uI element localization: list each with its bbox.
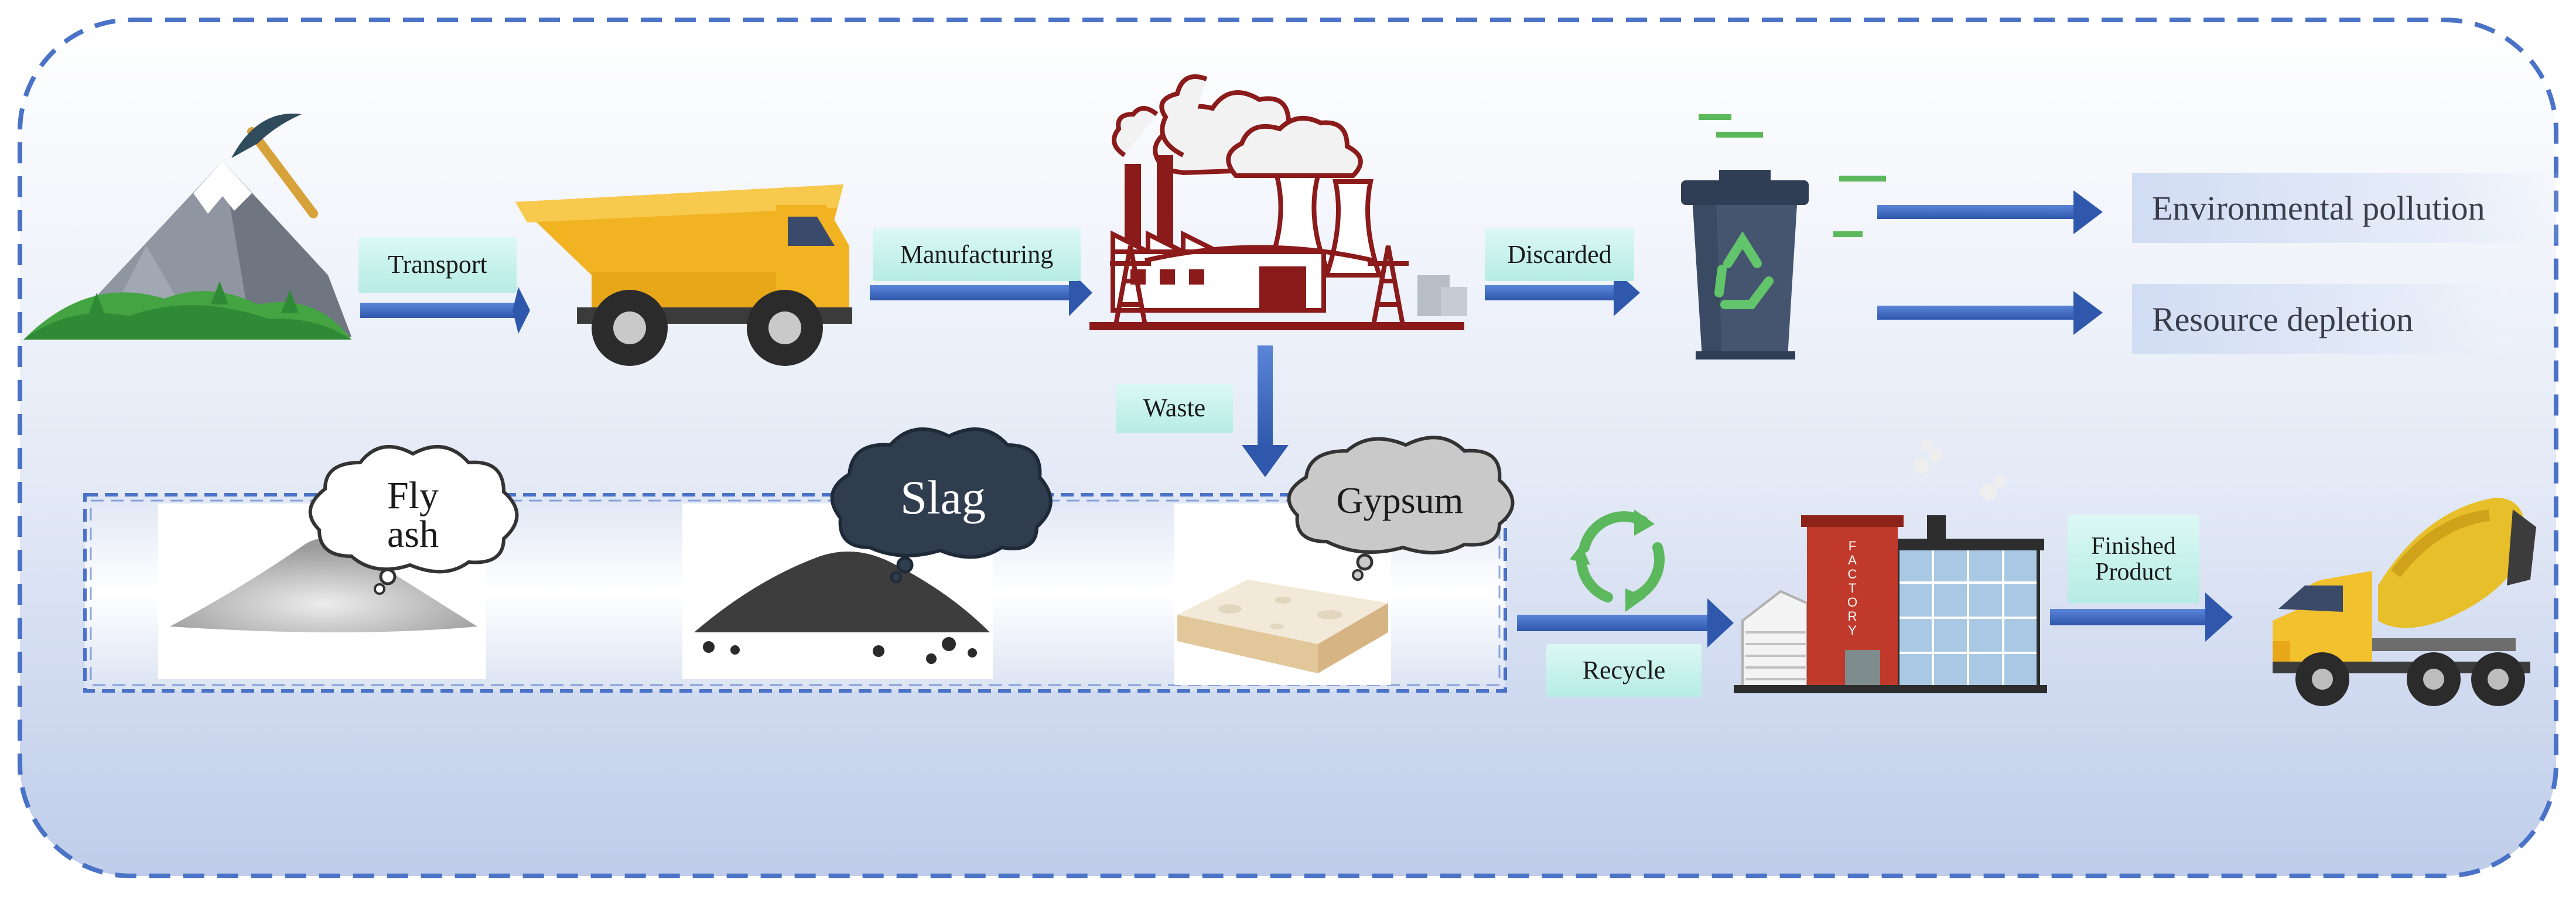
recycle-arrowheads — [1570, 509, 1655, 612]
arrow-finished-product — [2050, 593, 2233, 642]
arrow-waste — [1242, 345, 1289, 477]
manufacturing-label: Manufacturing — [873, 228, 1081, 281]
factory-sign-letter: A — [1848, 553, 1857, 567]
arrow-to-pollution — [1877, 190, 2103, 234]
trash-bin-icon — [1681, 114, 1886, 360]
factory-sign-letter: R — [1847, 609, 1857, 624]
arrow-manufacturing — [870, 269, 1092, 316]
factory-sign-letter: F — [1848, 539, 1857, 553]
gypsum-cloud — [1287, 436, 1515, 581]
strip-inner-border — [90, 499, 1501, 686]
fly-ash-text: Fly ash — [387, 474, 439, 556]
waste-label: Waste — [1116, 384, 1233, 433]
recycle-symbol-icon — [1714, 231, 1774, 309]
fly-ash-cloud — [308, 445, 519, 595]
arrow-recycle — [1517, 598, 1734, 648]
arrow-transport — [360, 287, 530, 334]
discarded-label: Discarded — [1485, 228, 1634, 281]
transport-label: Transport — [358, 237, 517, 293]
dump-truck-icon — [515, 184, 852, 366]
gypsum-text: Gypsum — [1336, 480, 1464, 521]
slag-cloud — [830, 427, 1053, 583]
recycle-label: Recycle — [1546, 644, 1702, 697]
factory-plant-icon — [1089, 74, 1467, 330]
finished-product-label: Finished Product — [2068, 515, 2199, 603]
factory-sign-letter: C — [1847, 567, 1857, 581]
cement-factory-icon — [1734, 439, 2047, 693]
factory-sign-letter: T — [1848, 581, 1857, 595]
arrow-to-depletion — [1877, 291, 2103, 335]
slag-text: Slag — [900, 471, 986, 524]
gypsum-image — [1174, 504, 1391, 685]
resource-depletion-label: Resource depletion — [2132, 284, 2507, 354]
concrete-mixer-truck-icon — [2273, 498, 2536, 706]
factory-sign-letter: O — [1847, 595, 1858, 610]
environmental-pollution-label: Environmental pollution — [2132, 173, 2565, 243]
factory-sign: F A C T O R Y — [1807, 527, 1898, 650]
mountain-icon — [23, 161, 351, 340]
recycle-arrows-icon — [1576, 511, 1665, 602]
arrow-discarded — [1485, 269, 1640, 316]
pickaxe-icon — [231, 113, 318, 218]
factory-sign-letter: Y — [1848, 623, 1857, 638]
slag-image — [682, 504, 993, 679]
